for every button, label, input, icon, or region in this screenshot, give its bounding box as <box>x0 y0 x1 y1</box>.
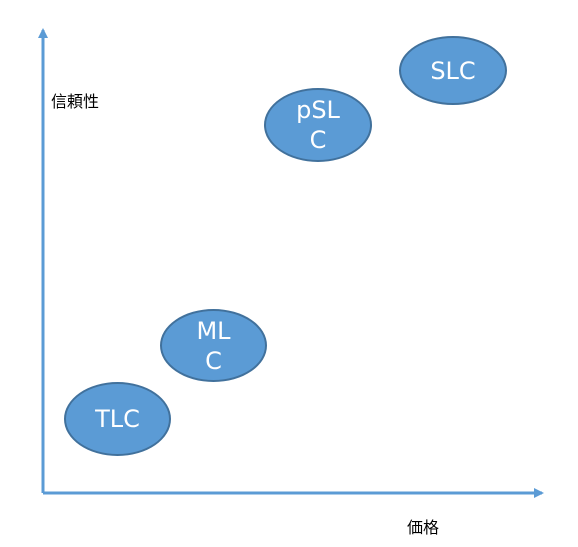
bubble-pslc: pSL C <box>264 88 372 162</box>
bubble-mlc: ML C <box>160 309 267 382</box>
bubble-slc-label: SLC <box>430 56 476 85</box>
bubble-tlc: TLC <box>64 382 171 456</box>
bubble-slc: SLC <box>399 36 507 105</box>
bubble-mlc-label: ML C <box>196 316 231 375</box>
x-axis-label: 価格 <box>407 518 440 537</box>
y-axis-label: 信頼性 <box>51 92 100 111</box>
bubble-tlc-label: TLC <box>95 405 140 433</box>
bubble-pslc-label: pSL C <box>296 96 340 154</box>
